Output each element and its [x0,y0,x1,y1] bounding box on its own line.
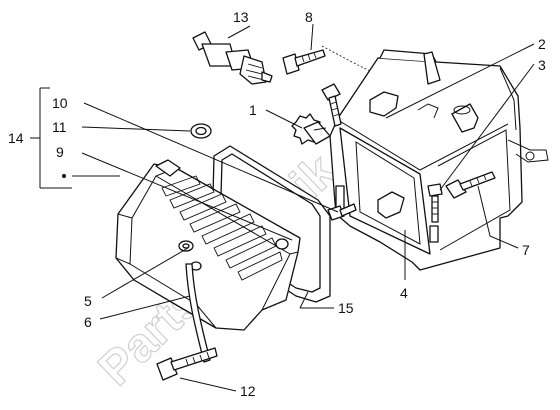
screw-part-2 [321,83,342,127]
callout-leaders [30,23,535,392]
callout-2: 2 [538,36,546,52]
breather-tube-part-6 [185,263,211,363]
bolt-part-12 [156,347,218,381]
spark-plug [192,31,273,85]
callout-3: 3 [538,57,546,73]
callout-13: 13 [233,9,249,25]
callout-1: 1 [249,102,257,118]
callout-10: 10 [52,95,68,111]
callout-14: 14 [8,130,24,146]
callout-12: 12 [240,383,256,399]
callout-5: 5 [84,293,92,309]
callout-dot-14 [62,174,66,178]
callout-9: 9 [56,144,64,160]
breather-gear-part-1 [291,113,331,145]
callout-15: 15 [338,300,354,316]
seal-ring-part-11 [190,123,212,139]
screw-part-4 [427,183,443,223]
callout-4: 4 [400,285,408,301]
callout-7: 7 [522,242,530,258]
callout-labels: 1 2 3 4 5 6 7 8 9 10 11 12 13 14 15 [8,9,546,399]
cylinder-head [329,49,549,271]
callout-11: 11 [52,119,67,135]
screw-part-8 [282,49,326,75]
callout-6: 6 [84,314,92,330]
bolt-part-7 [445,171,496,199]
valve-cover [115,159,301,331]
callout-8: 8 [305,9,313,25]
